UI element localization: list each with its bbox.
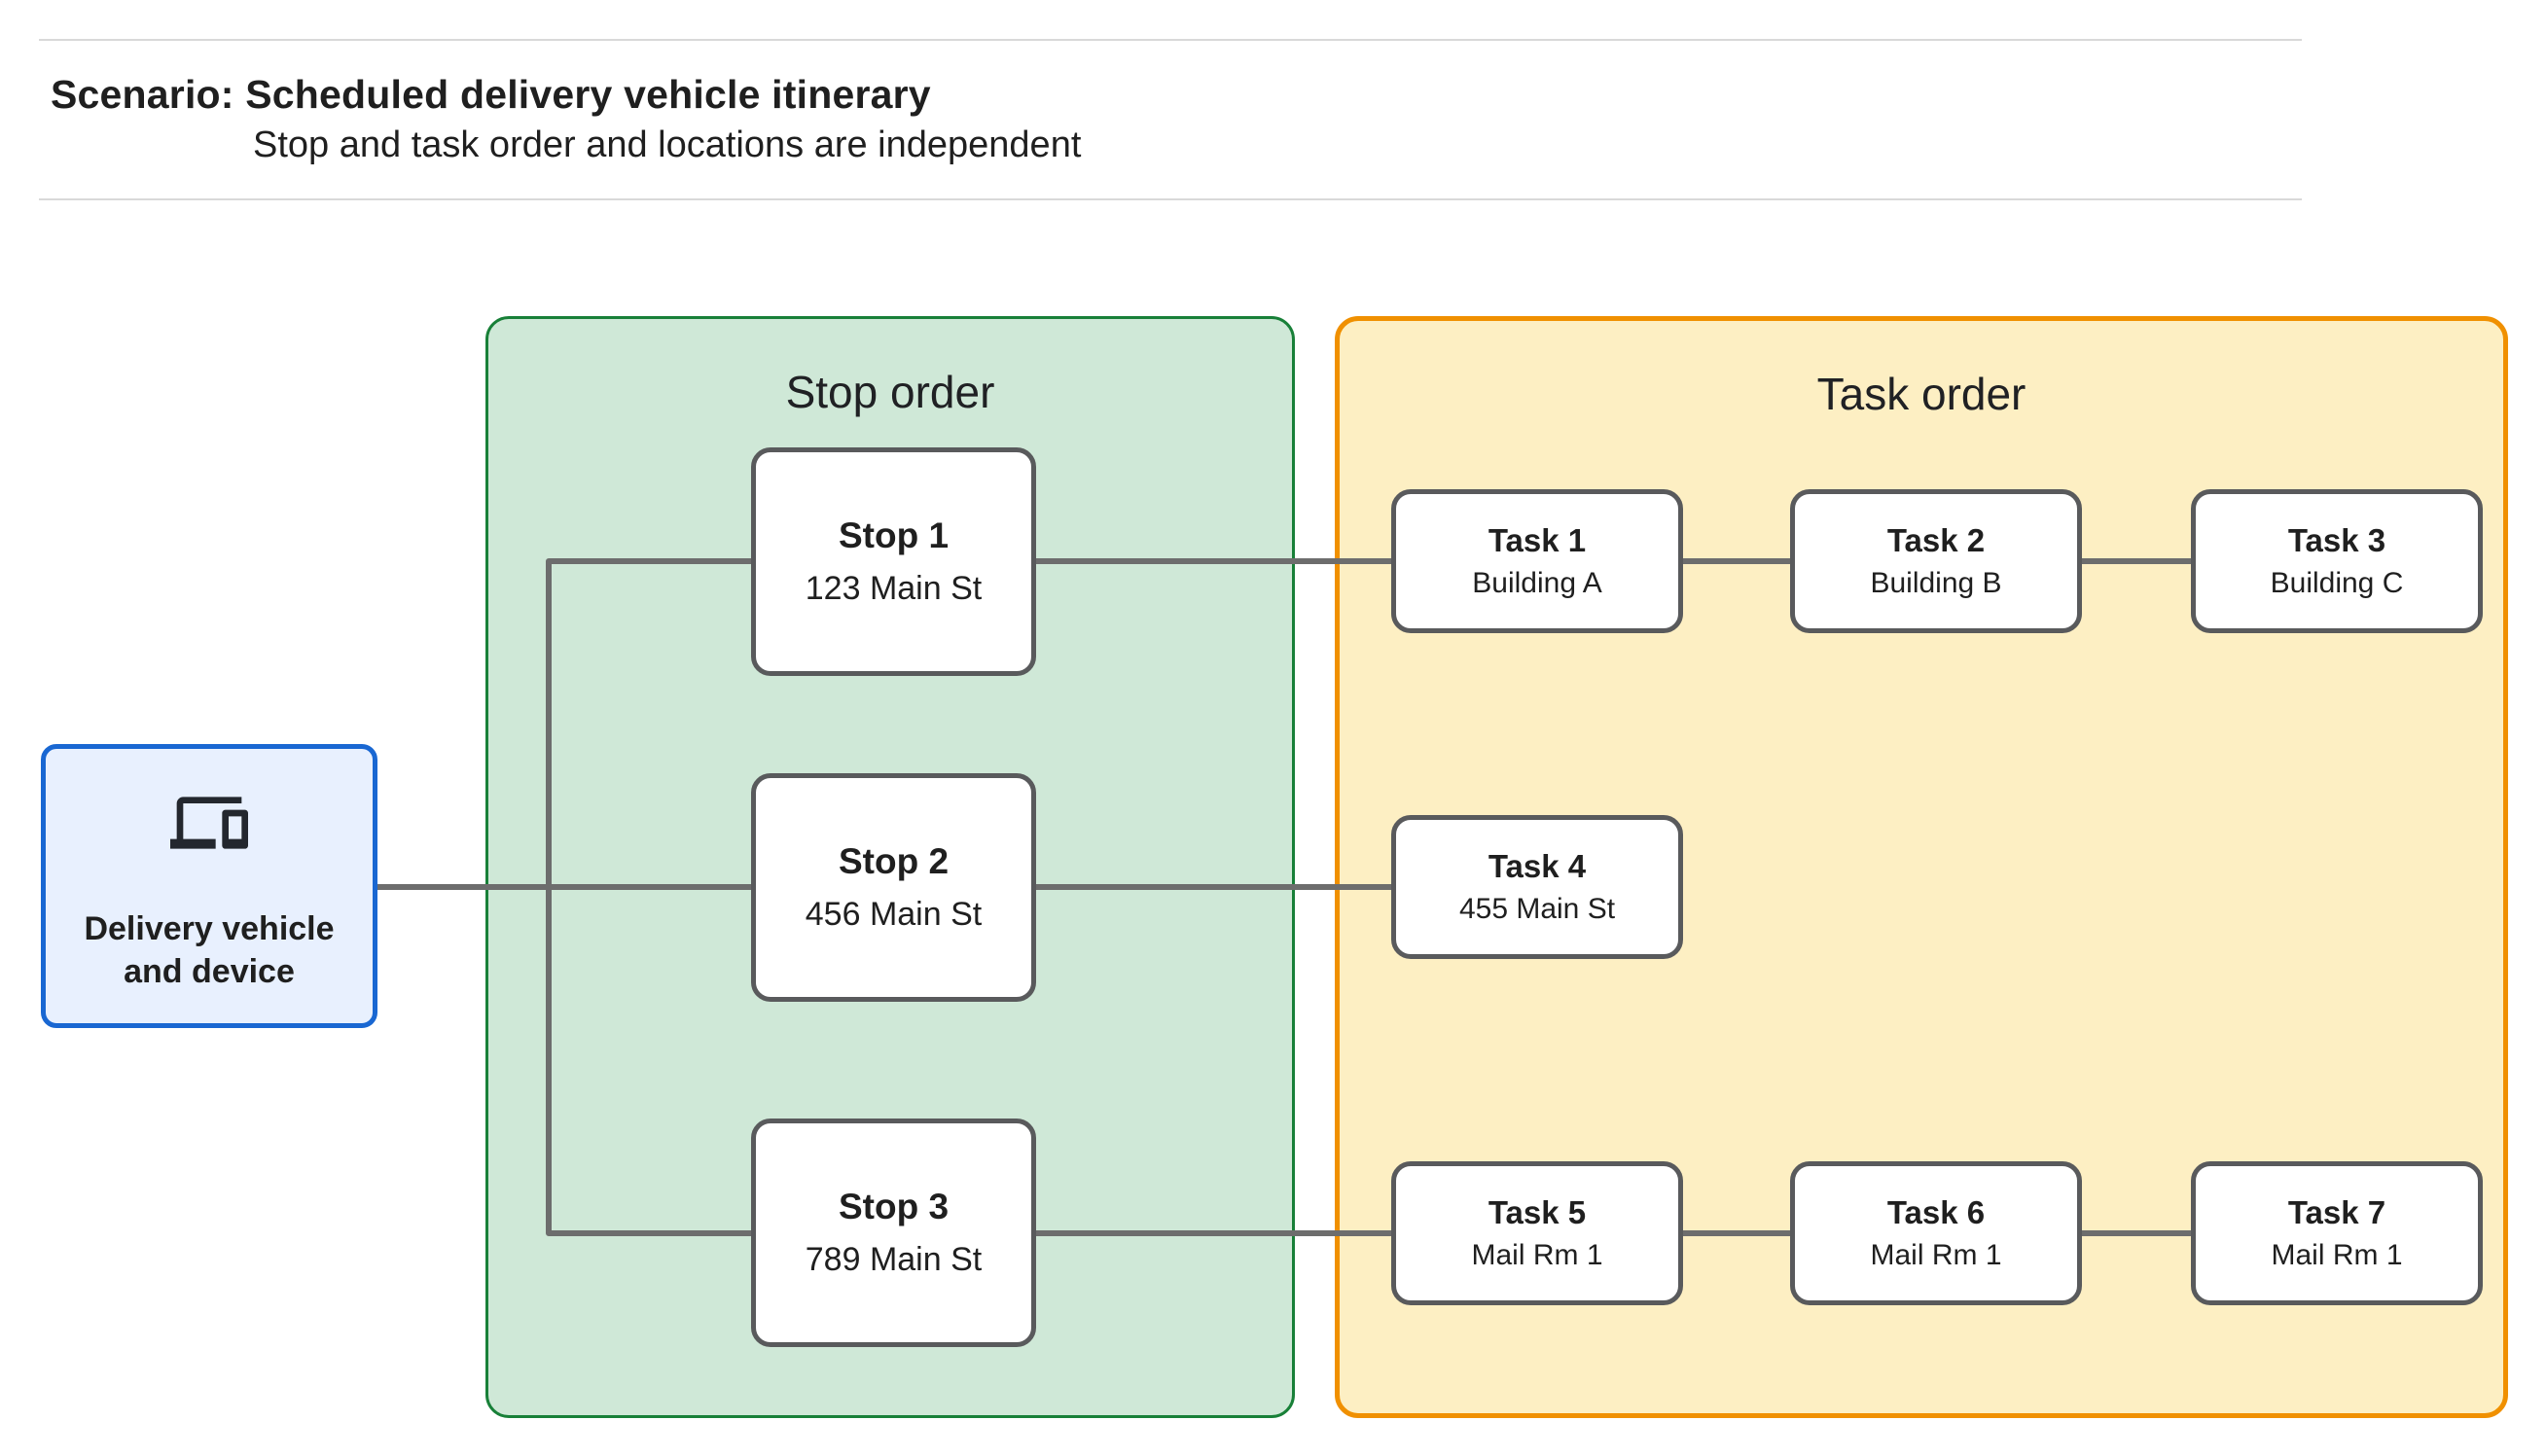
stop-address: 456 Main St bbox=[805, 896, 983, 933]
task-location: Building C bbox=[2270, 567, 2404, 599]
task-3-node: Task 3 Building C bbox=[2191, 489, 2483, 633]
stop-name: Stop 2 bbox=[838, 841, 950, 881]
stop-name: Stop 3 bbox=[838, 1187, 950, 1226]
task-4-node: Task 4 455 Main St bbox=[1391, 815, 1683, 959]
stop-order-panel-title: Stop order bbox=[785, 367, 995, 417]
task-location: 455 Main St bbox=[1458, 893, 1616, 925]
delivery-vehicle-label-line1: Delivery vehicle bbox=[84, 910, 335, 948]
task-order-panel-title: Task order bbox=[1816, 369, 2026, 419]
stop-2-node: Stop 2 456 Main St bbox=[751, 773, 1036, 1002]
stop-address: 123 Main St bbox=[805, 570, 983, 607]
stop-3-node: Stop 3 789 Main St bbox=[751, 1119, 1036, 1347]
page-subtitle: Stop and task order and locations are in… bbox=[253, 124, 1082, 165]
task-name: Task 3 bbox=[2287, 522, 2386, 558]
task-name: Task 4 bbox=[1488, 848, 1587, 884]
task-6-node: Task 6 Mail Rm 1 bbox=[1790, 1161, 2082, 1305]
task-name: Task 7 bbox=[2287, 1194, 2386, 1230]
task-name: Task 1 bbox=[1488, 522, 1587, 558]
stop-1-node: Stop 1 123 Main St bbox=[751, 447, 1036, 676]
stop-address: 789 Main St bbox=[805, 1241, 983, 1278]
task-5-node: Task 5 Mail Rm 1 bbox=[1391, 1161, 1683, 1305]
page-title: Scenario: Scheduled delivery vehicle iti… bbox=[51, 72, 931, 118]
task-location: Building A bbox=[1472, 567, 1602, 599]
top-divider bbox=[39, 39, 2302, 41]
delivery-vehicle-label: Delivery vehicle and device bbox=[84, 908, 334, 993]
task-name: Task 6 bbox=[1886, 1194, 1986, 1230]
task-location: Mail Rm 1 bbox=[1471, 1239, 1603, 1271]
task-name: Task 2 bbox=[1886, 522, 1986, 558]
task-2-node: Task 2 Building B bbox=[1790, 489, 2082, 633]
devices-icon bbox=[170, 784, 248, 862]
scenario-title: Scheduled delivery vehicle itinerary bbox=[245, 72, 931, 117]
task-location: Mail Rm 1 bbox=[1870, 1239, 2002, 1271]
task-location: Building B bbox=[1870, 567, 2002, 599]
task-7-node: Task 7 Mail Rm 1 bbox=[2191, 1161, 2483, 1305]
delivery-vehicle-node: Delivery vehicle and device bbox=[41, 744, 377, 1028]
delivery-vehicle-label-line2: and device bbox=[124, 953, 295, 990]
stop-name: Stop 1 bbox=[838, 515, 950, 555]
bottom-divider bbox=[39, 198, 2302, 200]
task-name: Task 5 bbox=[1488, 1194, 1587, 1230]
task-location: Mail Rm 1 bbox=[2271, 1239, 2403, 1271]
scenario-label: Scenario: bbox=[51, 72, 234, 117]
task-1-node: Task 1 Building A bbox=[1391, 489, 1683, 633]
